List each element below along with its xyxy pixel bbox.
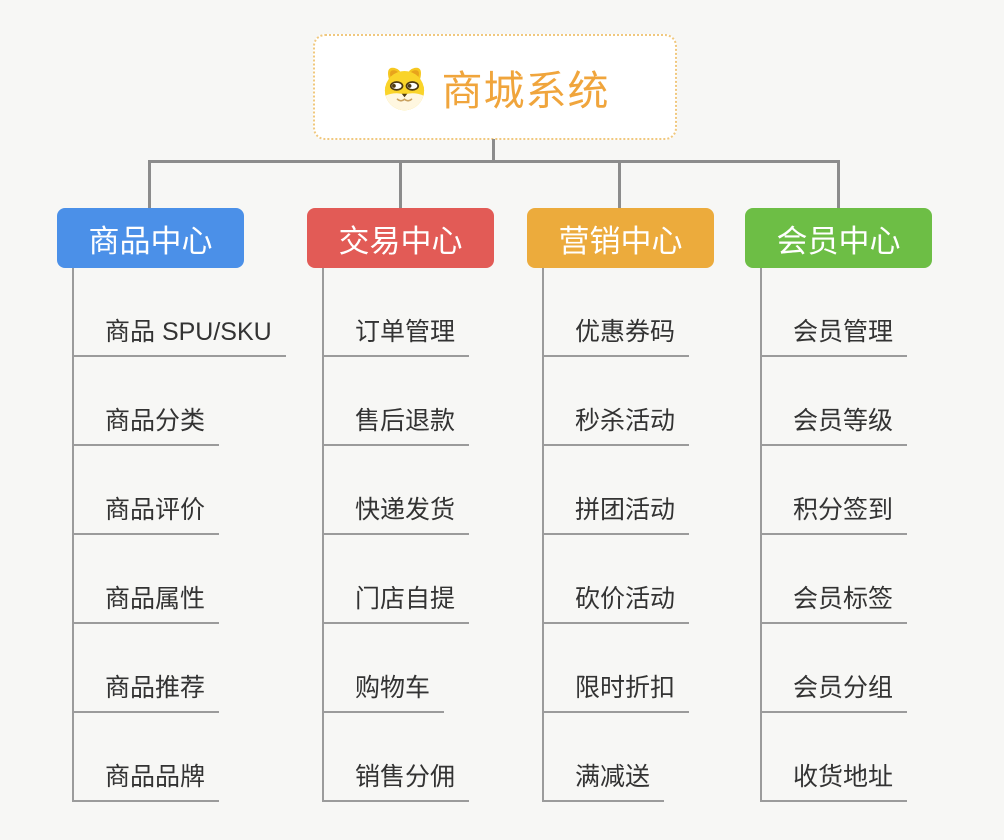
subtopic[interactable]: 限时折扣 — [542, 674, 690, 713]
connector-bus — [148, 160, 839, 163]
subtopic[interactable]: 会员标签 — [760, 585, 908, 624]
root-topic[interactable]: 商城系统 — [313, 34, 677, 140]
subtopic[interactable]: 满减送 — [542, 763, 665, 802]
subtopic[interactable]: 商品属性 — [72, 585, 220, 624]
subtopic[interactable]: 购物车 — [322, 674, 445, 713]
branch-trunk-line — [760, 268, 762, 802]
connector-drop — [837, 160, 840, 212]
branch-topic-marketing-center[interactable]: 营销中心 — [527, 208, 714, 268]
connector-root-stub — [492, 139, 495, 162]
connector-drop — [618, 160, 621, 212]
branch-trunk-line — [72, 268, 74, 802]
subtopic[interactable]: 快递发货 — [322, 496, 470, 535]
subtopic[interactable]: 优惠券码 — [542, 318, 690, 357]
subtopic[interactable]: 秒杀活动 — [542, 407, 690, 446]
subtopic[interactable]: 积分签到 — [760, 496, 908, 535]
subtopic[interactable]: 砍价活动 — [542, 585, 690, 624]
branch-label: 交易中心 — [338, 223, 463, 259]
subtopic[interactable]: 订单管理 — [322, 318, 470, 357]
subtopic[interactable]: 销售分佣 — [322, 763, 470, 802]
subtopic[interactable]: 商品分类 — [72, 407, 220, 446]
branch-trunk-line — [542, 268, 544, 802]
branch-topic-trade-center[interactable]: 交易中心 — [307, 208, 494, 268]
subtopic[interactable]: 商品推荐 — [72, 674, 220, 713]
branch-trunk-line — [322, 268, 324, 802]
subtopic[interactable]: 商品 SPU/SKU — [72, 318, 286, 357]
subtopic[interactable]: 会员等级 — [760, 407, 908, 446]
connector-drop — [399, 160, 402, 212]
subtopic[interactable]: 拼团活动 — [542, 496, 690, 535]
subtopic[interactable]: 门店自提 — [322, 585, 470, 624]
connector-drop — [148, 160, 151, 212]
shiba-dog-icon — [384, 67, 424, 110]
subtopic[interactable]: 商品品牌 — [72, 763, 220, 802]
subtopic[interactable]: 会员分组 — [760, 674, 908, 713]
subtopic[interactable]: 会员管理 — [760, 318, 908, 357]
branch-label: 会员中心 — [776, 223, 901, 259]
branch-topic-member-center[interactable]: 会员中心 — [745, 208, 932, 268]
subtopic[interactable]: 收货地址 — [760, 763, 908, 802]
subtopic[interactable]: 售后退款 — [322, 407, 470, 446]
branch-label: 商品中心 — [88, 223, 213, 259]
root-title: 商城系统 — [441, 68, 610, 114]
branch-topic-product-center[interactable]: 商品中心 — [57, 208, 244, 268]
subtopic[interactable]: 商品评价 — [72, 496, 220, 535]
branch-label: 营销中心 — [558, 223, 683, 259]
